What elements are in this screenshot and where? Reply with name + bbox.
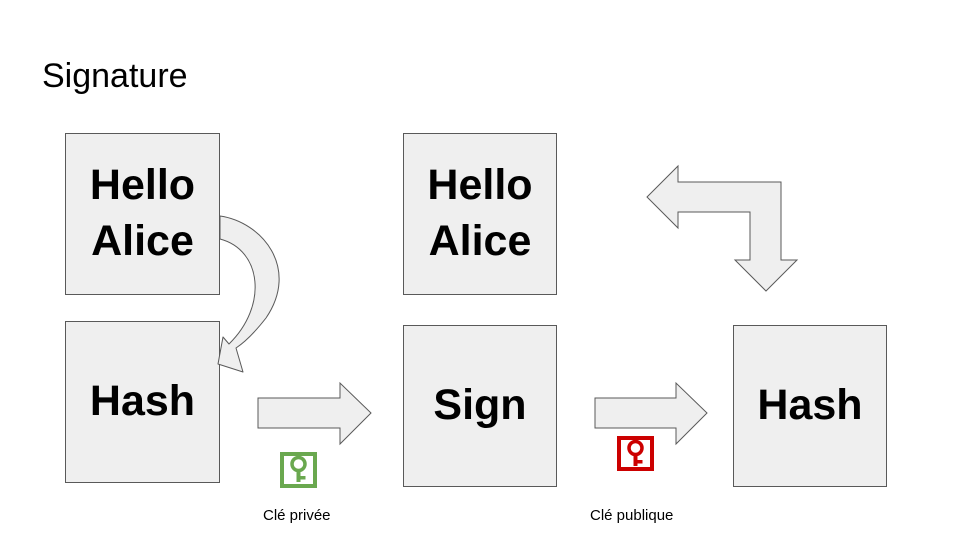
message-line-1: Hello xyxy=(89,161,196,210)
arrow-right-sign-to-hash xyxy=(594,381,708,446)
bent-arrow-up-left xyxy=(646,164,799,292)
private-key-icon xyxy=(280,452,317,488)
public-key-caption: Clé publique xyxy=(590,507,674,524)
message-line-1: Hello xyxy=(427,161,533,210)
hash-label: Hash xyxy=(757,381,863,430)
public-key-icon xyxy=(617,436,654,471)
message-box-right: Hello Alice xyxy=(403,133,557,295)
hash-box-left: Hash xyxy=(65,321,220,483)
message-line-2: Alice xyxy=(428,217,532,265)
private-key-caption: Clé privée xyxy=(263,507,331,524)
message-line-2: Alice xyxy=(91,217,194,265)
arrow-right-hash-to-sign xyxy=(257,381,372,446)
slide-title: Signature xyxy=(42,57,188,95)
sign-label: Sign xyxy=(433,381,527,430)
message-box-left: Hello Alice xyxy=(65,133,220,295)
hash-box-right: Hash xyxy=(733,325,887,487)
sign-box: Sign xyxy=(403,325,557,487)
curved-arrow xyxy=(217,215,280,373)
hash-label: Hash xyxy=(89,377,196,426)
